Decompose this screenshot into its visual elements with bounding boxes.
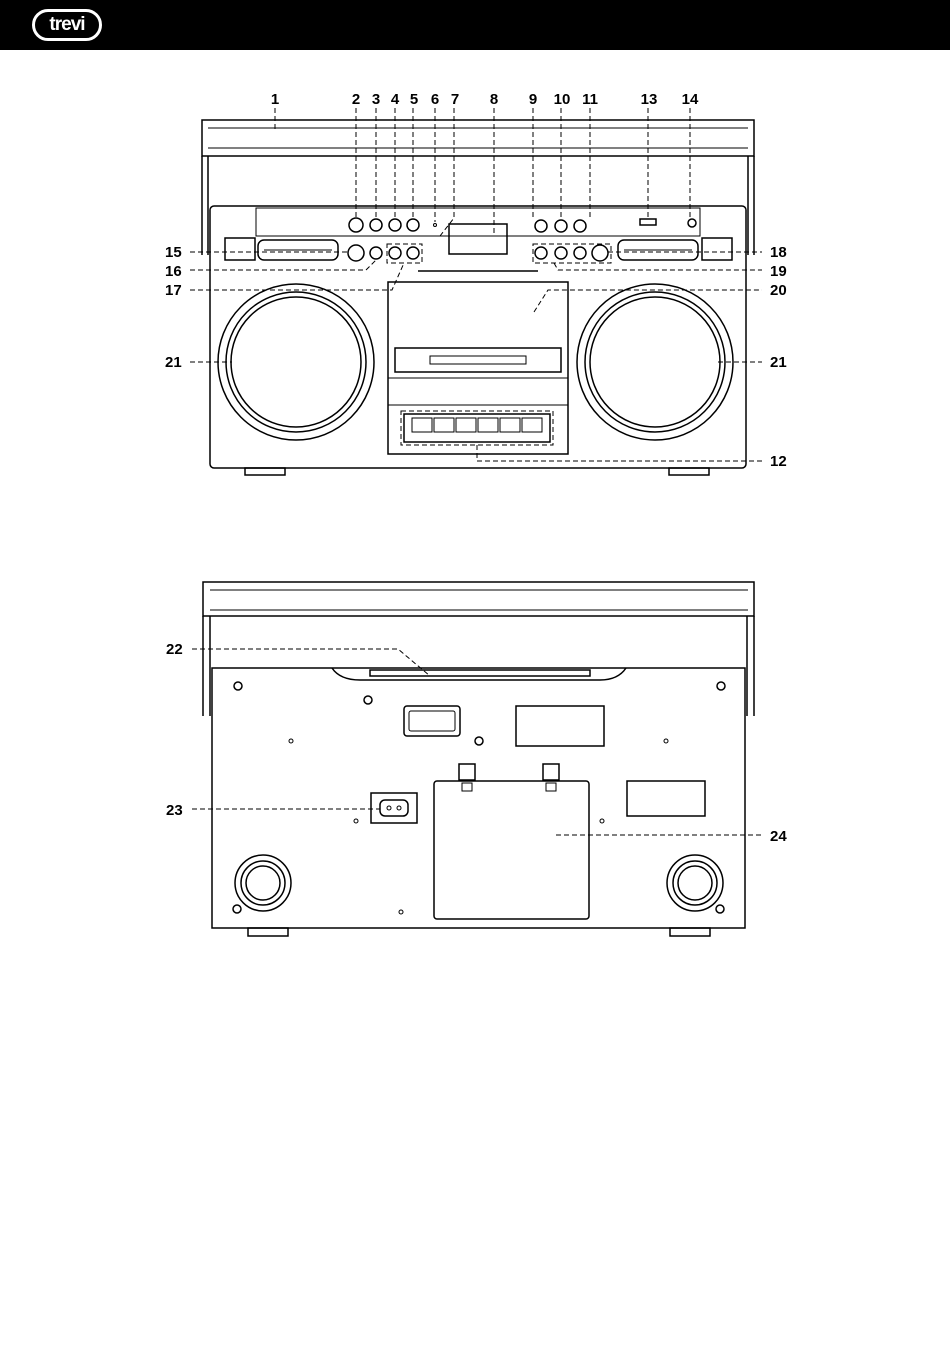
back-panel [212, 668, 745, 928]
callout-20: 20 [770, 282, 787, 299]
callout-10: 10 [554, 91, 571, 108]
label-area-right [627, 781, 705, 816]
antenna [332, 668, 626, 680]
brand-name: trevi [35, 12, 99, 38]
header-bar: trevi [0, 0, 950, 50]
foot-back-right [670, 928, 710, 936]
callout-21-right: 21 [770, 354, 787, 371]
foot-back-left [248, 928, 288, 936]
callout-2: 2 [352, 91, 360, 108]
callout-24: 24 [770, 828, 787, 845]
control-panel [256, 208, 700, 236]
tweeter-right [618, 238, 732, 260]
leader-lines-back [192, 649, 762, 835]
back-view-diagram: 22 23 24 [0, 570, 950, 950]
carry-handle [202, 120, 754, 255]
callout-13: 13 [641, 91, 658, 108]
callout-11: 11 [582, 91, 598, 108]
callout-8: 8 [490, 91, 498, 108]
speaker-left [218, 284, 374, 440]
callout-7: 7 [451, 91, 459, 108]
callout-17: 17 [165, 282, 182, 299]
callout-9: 9 [529, 91, 537, 108]
callout-22: 22 [166, 641, 183, 658]
leader-lines [190, 108, 762, 461]
callout-12: 12 [770, 453, 787, 470]
callout-3: 3 [372, 91, 380, 108]
bass-port-right [667, 855, 723, 911]
display [449, 224, 507, 254]
callout-15: 15 [165, 244, 182, 261]
callout-21-left: 21 [165, 354, 182, 371]
callout-19: 19 [770, 263, 787, 280]
front-view-diagram: 1 2 3 4 5 6 7 8 9 10 11 13 14 15 16 17 1… [0, 80, 950, 500]
callout-6: 6 [431, 91, 439, 108]
callout-1: 1 [271, 91, 279, 108]
callout-23: 23 [166, 802, 183, 819]
battery-compartment [434, 764, 589, 919]
callout-labels-back: 22 23 24 [166, 641, 787, 845]
speaker-right [577, 284, 733, 440]
bass-port-left [235, 855, 291, 911]
trevi-logo: trevi [32, 9, 102, 41]
label-area-top [516, 706, 604, 746]
tweeter-left [225, 238, 338, 260]
carry-handle-back [203, 582, 754, 716]
cassette-deck [388, 282, 568, 454]
callout-4: 4 [391, 91, 400, 108]
ac-socket [371, 793, 417, 823]
callout-14: 14 [682, 91, 699, 108]
foot-left [245, 468, 285, 475]
callout-18: 18 [770, 244, 787, 261]
callout-5: 5 [410, 91, 418, 108]
foot-right [669, 468, 709, 475]
callout-16: 16 [165, 263, 182, 280]
top-buttons [349, 218, 696, 232]
screws [233, 682, 725, 914]
